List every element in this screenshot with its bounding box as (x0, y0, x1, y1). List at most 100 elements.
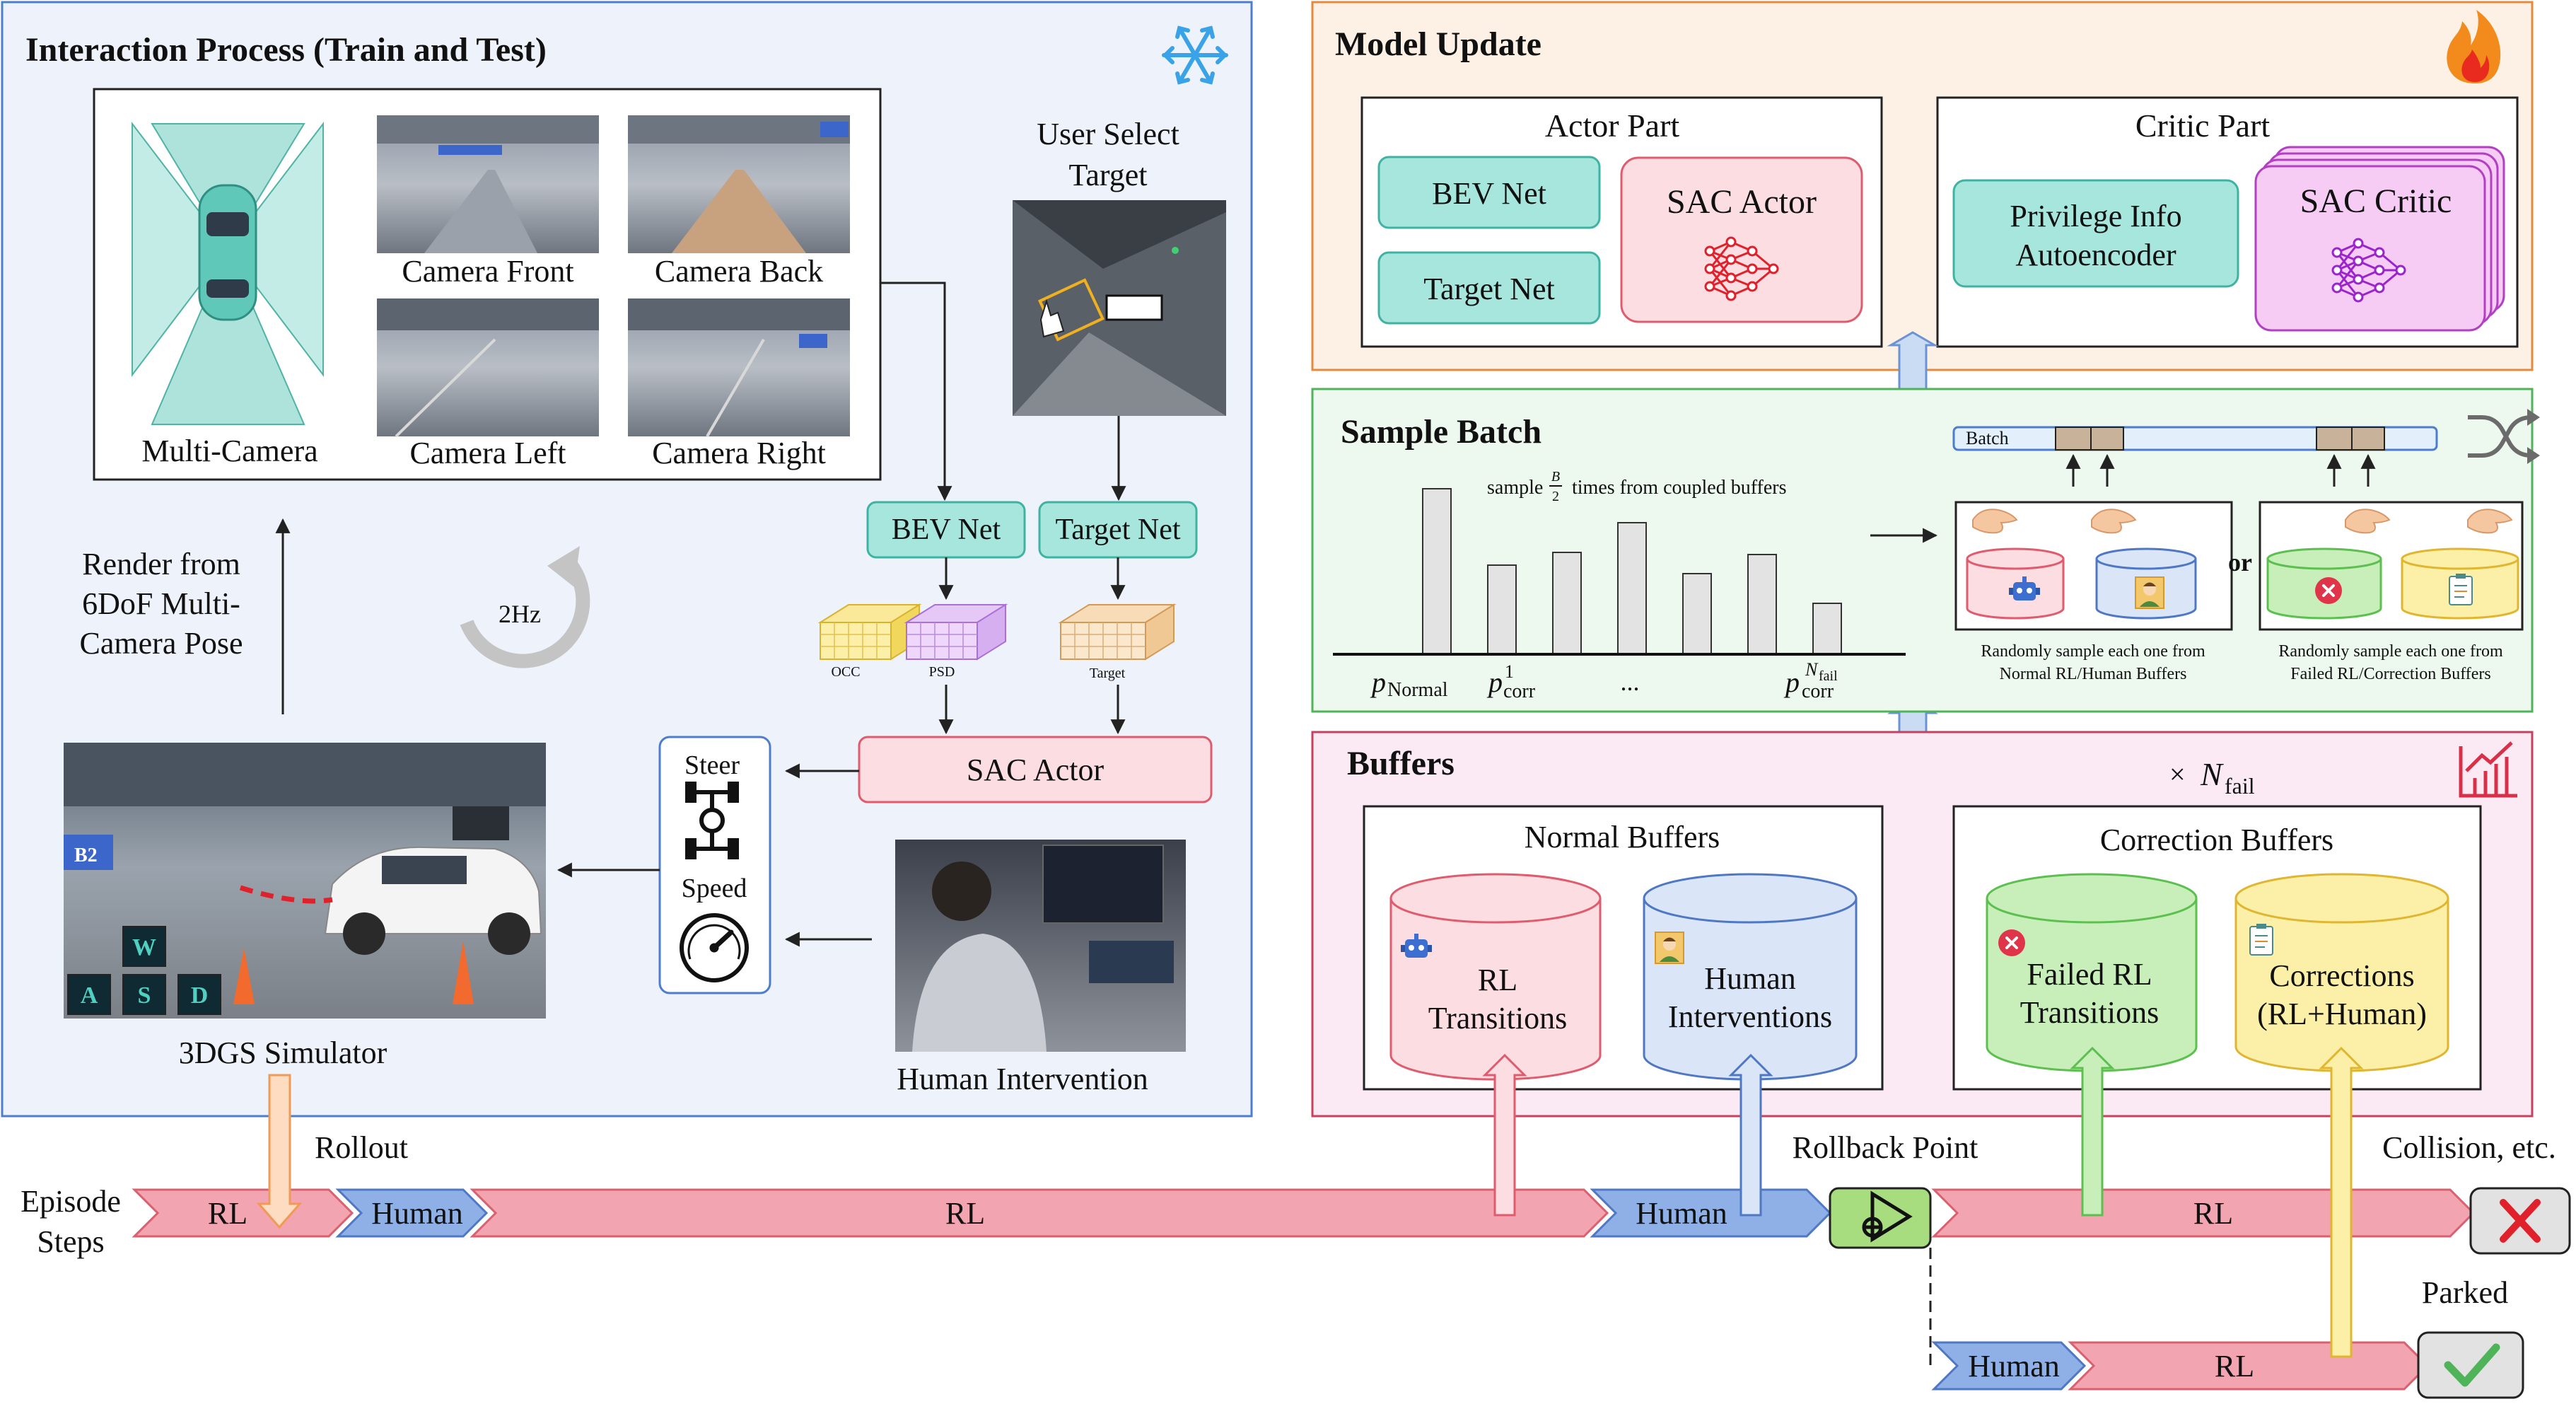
simulator-image: B2 (64, 743, 546, 1019)
corrections-label-2: (RL+Human) (2257, 997, 2427, 1031)
person-icon-buffer (1655, 932, 1684, 964)
model-update-panel: Model Update Actor Part BEV Net Target N… (1311, 1, 2534, 371)
critic-part-label: Critic Part (2135, 108, 2271, 144)
mini-rl-cylinder (1966, 547, 2065, 620)
sampling-bar (1812, 603, 1842, 655)
sample-batch-title: Sample Batch (1341, 413, 1541, 451)
p-corr1-label: p 1 corr (1486, 661, 1536, 702)
privilege-box (1952, 179, 2239, 288)
parked-check-icon (2444, 1343, 2500, 1387)
steering-icon (685, 782, 739, 859)
svg-text:Normal: Normal (1387, 679, 1448, 701)
timeline-rl-3-label: RL (2193, 1196, 2233, 1231)
timeline-human-3-label: Human (1968, 1349, 2060, 1383)
failed-rl-label-2: Transitions (2020, 995, 2159, 1030)
arrow-to-human-buffer (1728, 1053, 1773, 1217)
rollback-label: Rollback Point (1793, 1130, 1978, 1165)
timeline: Episode Steps RL Human RL Human Rollback… (21, 1046, 2571, 1399)
wasd-keys: W A S D (67, 926, 221, 1015)
svg-text:fail: fail (2225, 773, 2255, 799)
episode-label-1: Episode (21, 1184, 121, 1219)
or-label: or (2228, 548, 2252, 576)
sac-actor-box (858, 736, 1213, 803)
fire-icon (2447, 10, 2501, 83)
timeline-rl-1-label: RL (208, 1196, 247, 1231)
failed-rl-label-1: Failed RL (2027, 957, 2152, 992)
times-n-fail-label: × N fail (2169, 756, 2255, 799)
mini-failed-cylinder (2266, 547, 2382, 620)
rollback-point-node (1829, 1187, 1932, 1249)
parked-label: Parked (2422, 1275, 2508, 1310)
privilege-label-2: Autoencoder (2015, 238, 2176, 272)
timeline-rl-2-label: RL (945, 1196, 985, 1231)
psd-label: PSD (929, 664, 955, 680)
frac-num: B (1551, 469, 1560, 485)
sampling-bar (1682, 573, 1712, 655)
person-icon (2135, 576, 2164, 609)
svg-text:corr: corr (1802, 680, 1834, 702)
arrow-batch-to-model (1887, 331, 1939, 393)
car-3d-icon (324, 846, 542, 955)
mu-bev-net-label: BEV Net (1432, 176, 1546, 211)
sac-critic-stack (2254, 146, 2505, 332)
sample-instruction-post: times from coupled buffers (1572, 477, 1787, 499)
caption-right-1: Randomly sample each one from (2278, 642, 2503, 661)
normal-buffers-label: Normal Buffers (1525, 820, 1720, 854)
frequency-label: 2Hz (499, 600, 541, 628)
human-interventions-label-1: Human (1704, 961, 1796, 996)
mu-bev-net-box (1377, 156, 1601, 229)
p-normal-label: p Normal (1370, 666, 1448, 701)
rl-transitions-label-2: Transitions (1428, 1001, 1567, 1035)
caption-right-2: Failed RL/Correction Buffers (2290, 665, 2491, 683)
speedometer-icon (680, 913, 749, 982)
sampling-bar (1487, 564, 1517, 655)
speed-label: Speed (682, 874, 747, 903)
human-intervention-image (895, 840, 1186, 1052)
actor-part-label: Actor Part (1545, 108, 1680, 144)
simulator-label: 3DGS Simulator (179, 1035, 387, 1070)
steer-label: Steer (684, 750, 740, 780)
sac-critic-label: SAC Critic (2300, 182, 2452, 220)
rollout-arrow (256, 1074, 303, 1229)
svg-text:p: p (1370, 666, 1386, 698)
sampling-bar (1552, 552, 1582, 655)
timeline-human-1 (335, 1188, 489, 1238)
failed-rl-cylinder (1986, 873, 2198, 1072)
arrow-to-rl-buffer (1482, 1053, 1527, 1217)
key-s: S (138, 982, 151, 1009)
buffers-title: Buffers (1347, 745, 1455, 782)
chart-growth-icon (2459, 741, 2517, 798)
corrections-cylinder (2234, 873, 2449, 1072)
privilege-label-1: Privilege Info (2010, 199, 2181, 233)
sampling-bar (1422, 488, 1452, 655)
camera-right-label: Camera Right (652, 436, 826, 470)
rl-transitions-cylinder (1389, 873, 1602, 1081)
bev-net-label: BEV Net (892, 514, 1001, 546)
mini-correction-cylinder (2401, 547, 2519, 620)
timeline-human-2-label: Human (1636, 1196, 1727, 1231)
human-interventions-label-2: Interventions (1668, 999, 1832, 1034)
camera-left-label: Camera Left (409, 436, 566, 470)
arrow-to-correction-buffer (2319, 1046, 2364, 1358)
multi-camera-diagram (132, 122, 324, 425)
interaction-title: Interaction Process (Train and Test) (25, 31, 547, 69)
occ-label: OCC (831, 664, 860, 680)
ellipsis-label: ... (1621, 668, 1640, 696)
timeline-human-2 (1590, 1188, 1832, 1238)
rollout-label: Rollout (315, 1130, 408, 1165)
user-select-image (1013, 200, 1226, 416)
batch-label: Batch (1966, 428, 2009, 448)
occ-feature-grid (817, 603, 922, 661)
frac-den: 2 (1552, 489, 1559, 504)
corrections-label-1: Corrections (2269, 958, 2414, 993)
svg-text:N: N (2200, 756, 2224, 792)
model-update-title: Model Update (1335, 25, 1541, 63)
svg-text:p: p (1486, 666, 1503, 698)
sac-actor-label: SAC Actor (967, 753, 1105, 787)
sampling-bar-chart (1422, 488, 1842, 655)
rl-transitions-label-1: RL (1478, 963, 1517, 997)
svg-text:1: 1 (1505, 661, 1514, 682)
collision-label: Collision, etc. (2382, 1130, 2556, 1165)
render-label-1: Render from (82, 547, 240, 581)
pointer-hand-icon (1039, 298, 1065, 338)
